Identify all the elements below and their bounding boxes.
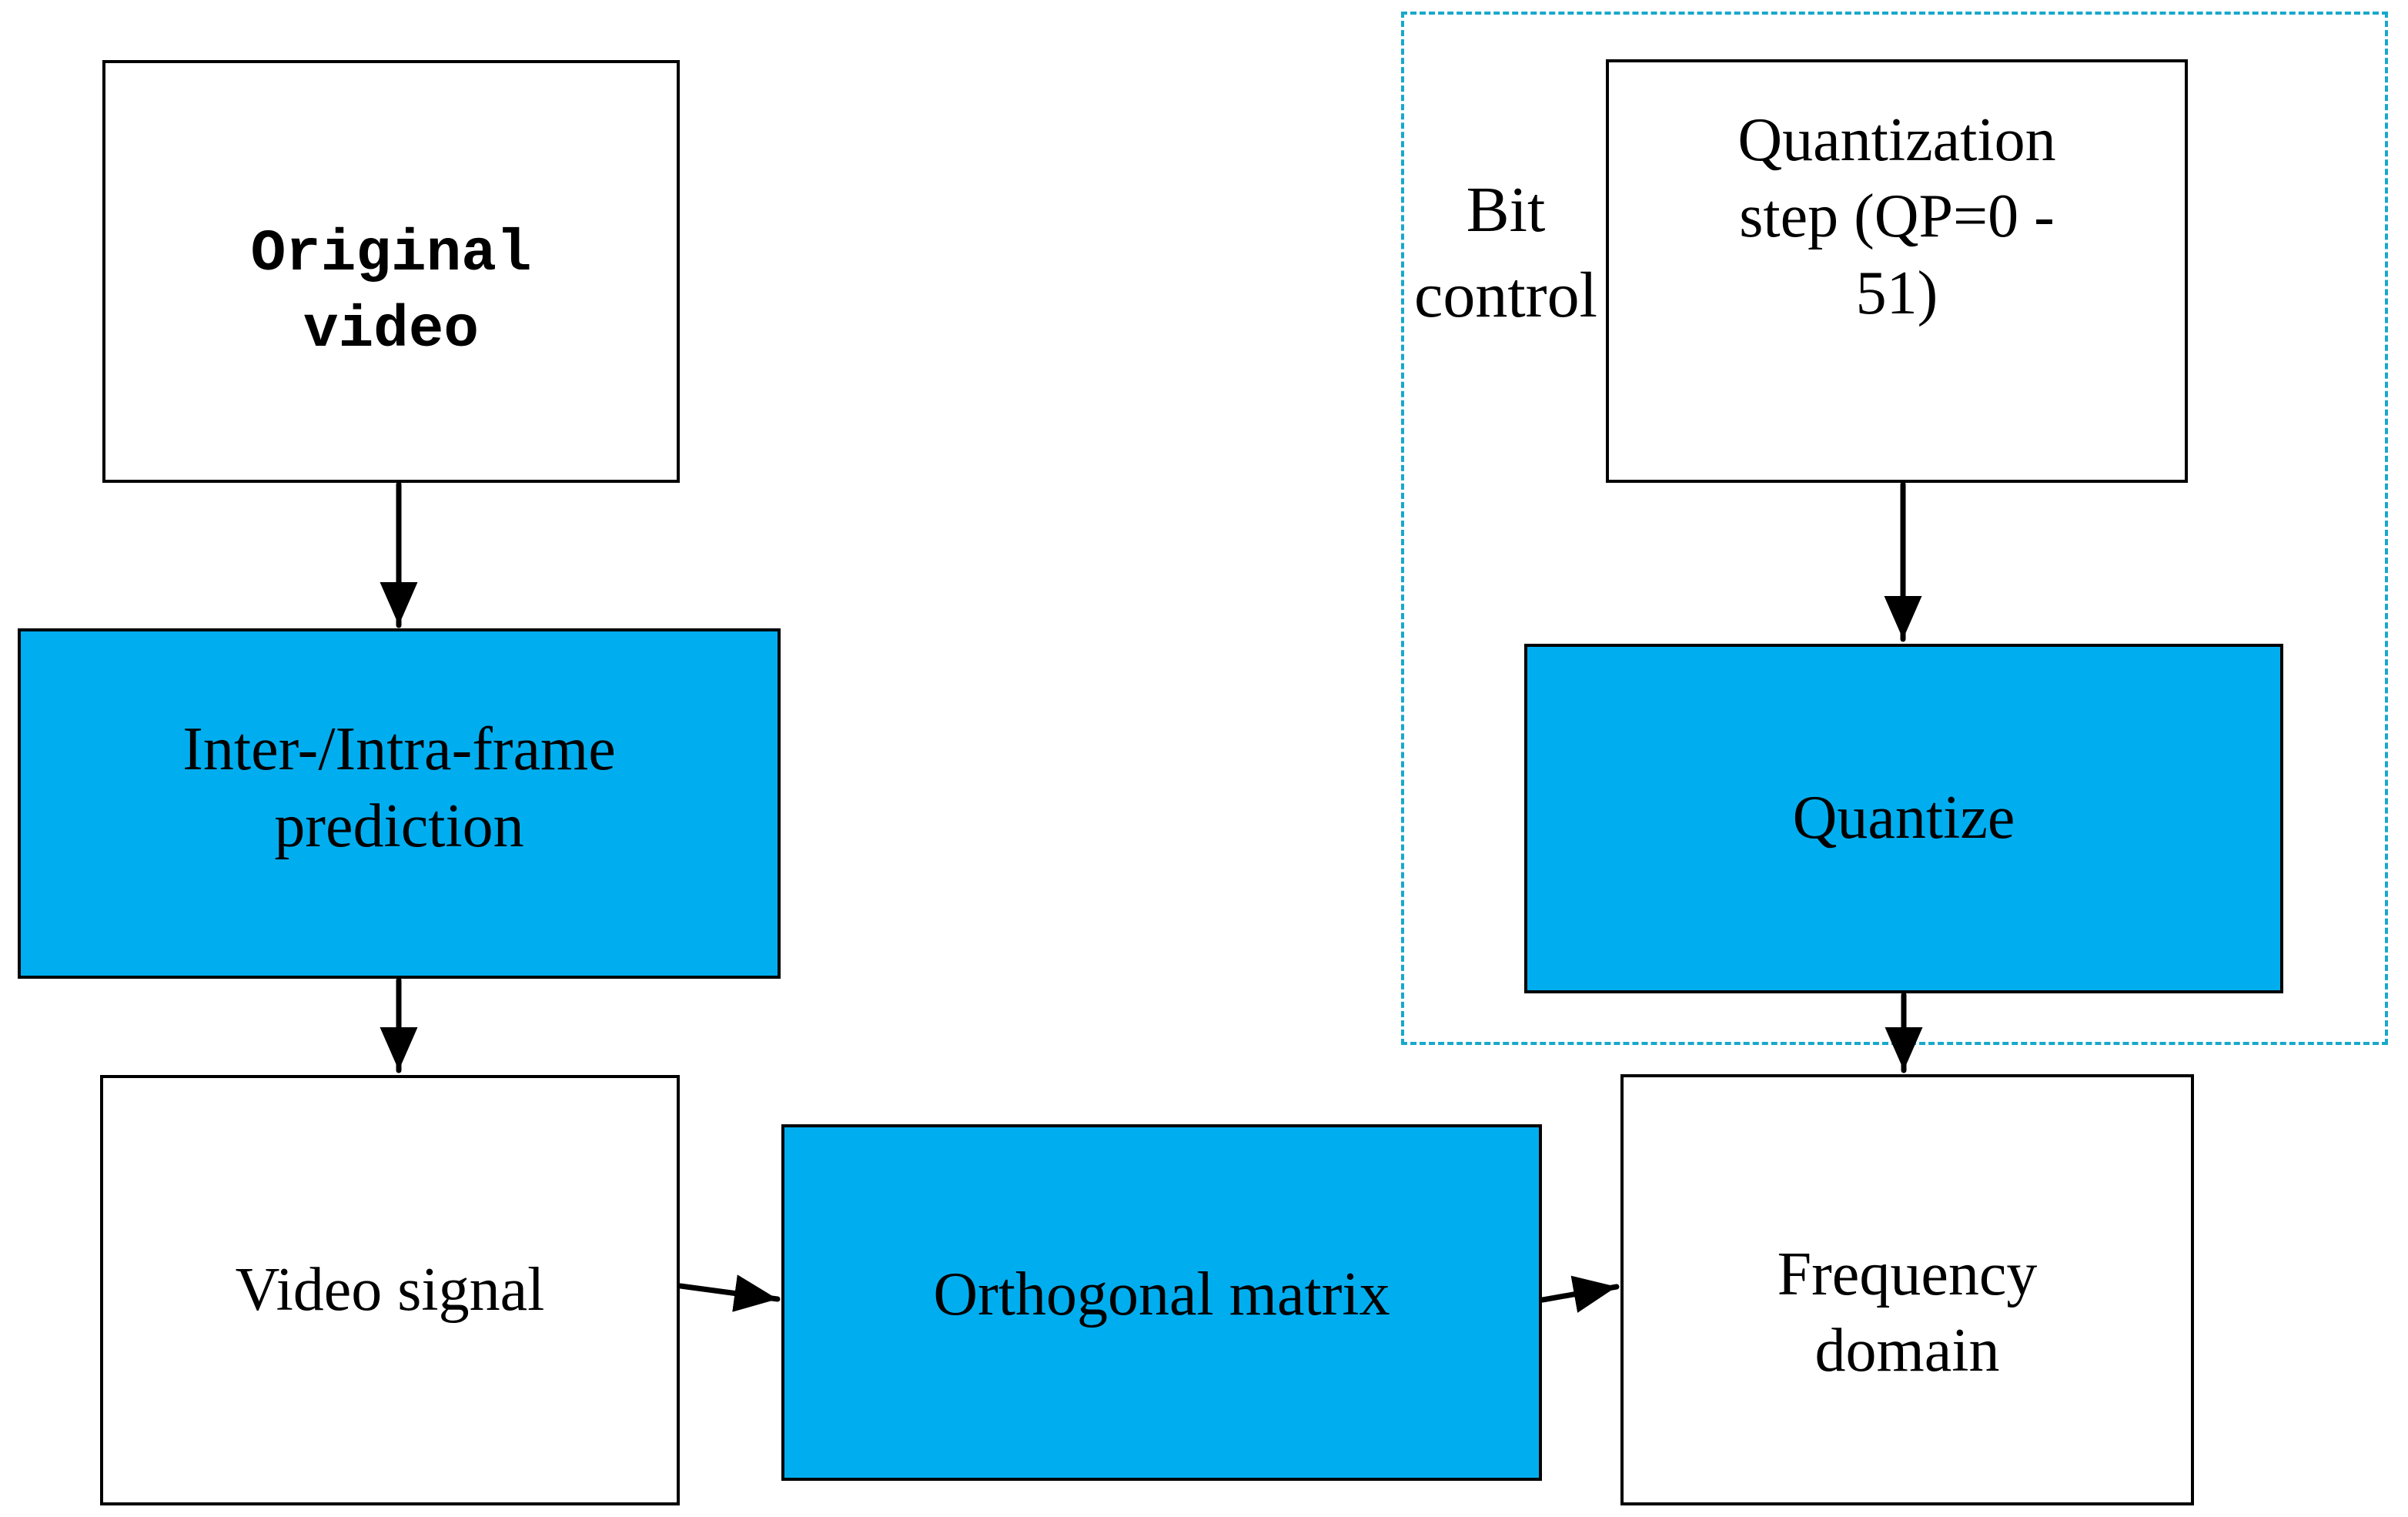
bit-control-group-label: Bit control [1414, 174, 1597, 331]
node-inter-intra-frame-prediction: Inter-/Intra-frame prediction [18, 628, 781, 979]
node-original-video-label: Original video [250, 221, 532, 363]
node-quantization-step-label: Quantization step (QP=0 - 51) [1737, 106, 2056, 327]
arrow-orthogonal-to-frequency [1540, 1275, 1620, 1313]
node-frequency-domain: Frequency domain [1620, 1074, 2194, 1505]
node-frequency-domain-label: Frequency domain [1777, 1240, 2038, 1385]
node-video-signal: Video signal [100, 1075, 680, 1505]
node-video-signal-label: Video signal [235, 1255, 545, 1324]
node-original-video: Original video [102, 60, 680, 483]
arrow-video-signal-to-orthogonal [677, 1274, 781, 1312]
node-quantize-label: Quantize [1792, 784, 2015, 852]
node-orthogonal-matrix: Orthogonal matrix [781, 1124, 1542, 1481]
node-orthogonal-matrix-label: Orthogonal matrix [933, 1260, 1390, 1328]
node-quantization-step: Quantization step (QP=0 - 51) [1606, 59, 2188, 483]
node-quantize: Quantize [1524, 644, 2283, 993]
node-inter-intra-frame-prediction-label: Inter-/Intra-frame prediction [182, 715, 616, 860]
